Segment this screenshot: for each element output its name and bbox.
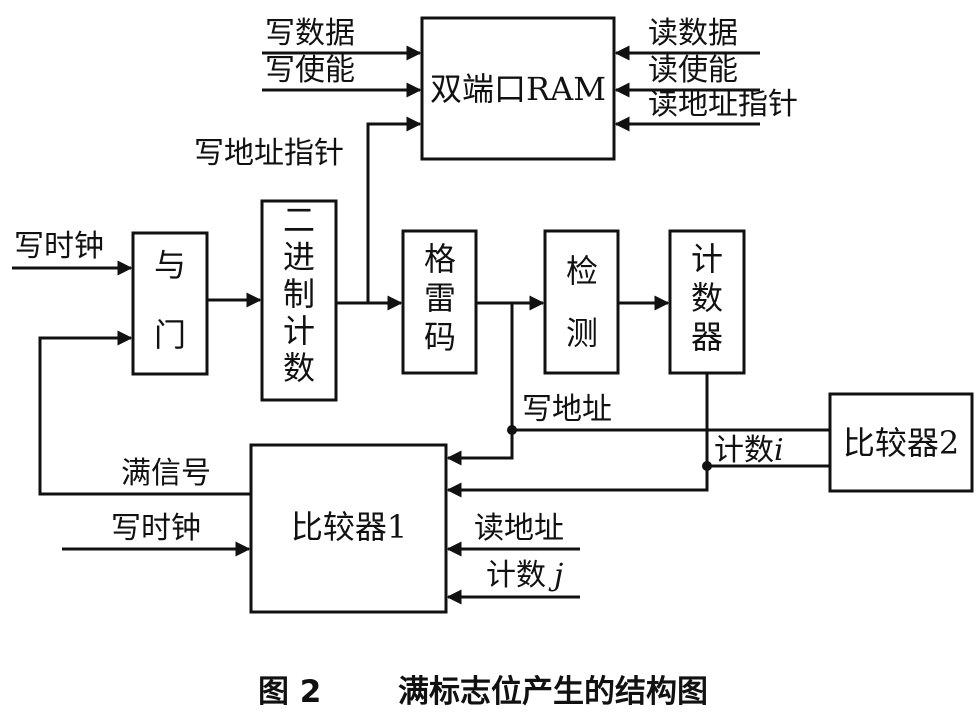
read-enable-label: 读使能 <box>648 53 738 88</box>
figure-title: 满标志位产生的结构图 <box>398 674 708 710</box>
full-signal-label: 满信号 <box>121 456 211 491</box>
binary-counter-char-3: 制 <box>283 275 315 313</box>
write-enable-label: 写使能 <box>265 53 355 88</box>
count-i-to-comp1-arrow <box>446 373 709 498</box>
counter-block: 计 数 器 <box>668 229 746 375</box>
binary-counter-block: 二 进 制 计 数 <box>260 199 338 402</box>
and-gate-block: 与 门 <box>131 231 209 376</box>
comparator1-label: 比较器1 <box>291 508 407 546</box>
write-data-label: 写数据 <box>265 16 355 51</box>
binary-counter-char-1: 二 <box>283 201 315 239</box>
write-addr-pointer-arrow <box>366 116 422 303</box>
comparator1-block: 比较器1 <box>249 443 448 614</box>
gray-code-char-1: 格 <box>424 240 456 278</box>
comparator2-label: 比较器2 <box>843 424 959 462</box>
count-i-junction <box>702 461 712 471</box>
read-data-label: 读数据 <box>648 16 738 51</box>
detect-char-1: 检 <box>566 252 598 290</box>
read-address-label: 读地址 <box>474 511 564 546</box>
gray-code-char-3: 码 <box>424 318 456 356</box>
binary-counter-char-4: 计 <box>283 312 315 350</box>
comparator2-block: 比较器2 <box>828 392 974 493</box>
counter-char-1: 计 <box>691 240 723 278</box>
counter-char-3: 器 <box>691 318 723 356</box>
write-address-to-comp1-arrow <box>446 303 514 466</box>
detect-block: 检 测 <box>543 229 620 375</box>
full-signal-feedback-arrow <box>38 330 251 496</box>
gray-code-char-2: 雷 <box>424 279 456 317</box>
count-j-prefix: 计数 <box>486 558 546 593</box>
detect-char-2: 测 <box>566 314 598 352</box>
binary-counter-char-2: 进 <box>283 238 315 276</box>
figure-number: 图 2 <box>258 674 321 710</box>
write-address-label: 写地址 <box>522 392 612 427</box>
gray-code-block: 格 雷 码 <box>401 229 478 375</box>
ram-label: 双端口RAM <box>430 70 606 108</box>
count-i-label: 计数i <box>714 433 784 468</box>
write-address-junction <box>507 425 517 435</box>
count-i-prefix: 计数 <box>714 433 774 468</box>
binary-counter-char-5: 数 <box>283 349 315 387</box>
write-addr-pointer-label: 写地址指针 <box>194 136 344 171</box>
and-gate-char-1: 与 <box>154 246 186 284</box>
write-clock-label-bottom: 写时钟 <box>111 511 201 546</box>
read-addr-pointer-label: 读地址指针 <box>648 87 798 122</box>
counter-char-2: 数 <box>691 279 723 317</box>
count-i-variable: i <box>774 433 784 468</box>
write-clock-label-top: 写时钟 <box>14 229 104 264</box>
dual-port-ram-block: 双端口RAM <box>420 16 616 161</box>
count-j-variable: j <box>548 558 563 593</box>
and-gate-char-2: 门 <box>154 316 186 354</box>
